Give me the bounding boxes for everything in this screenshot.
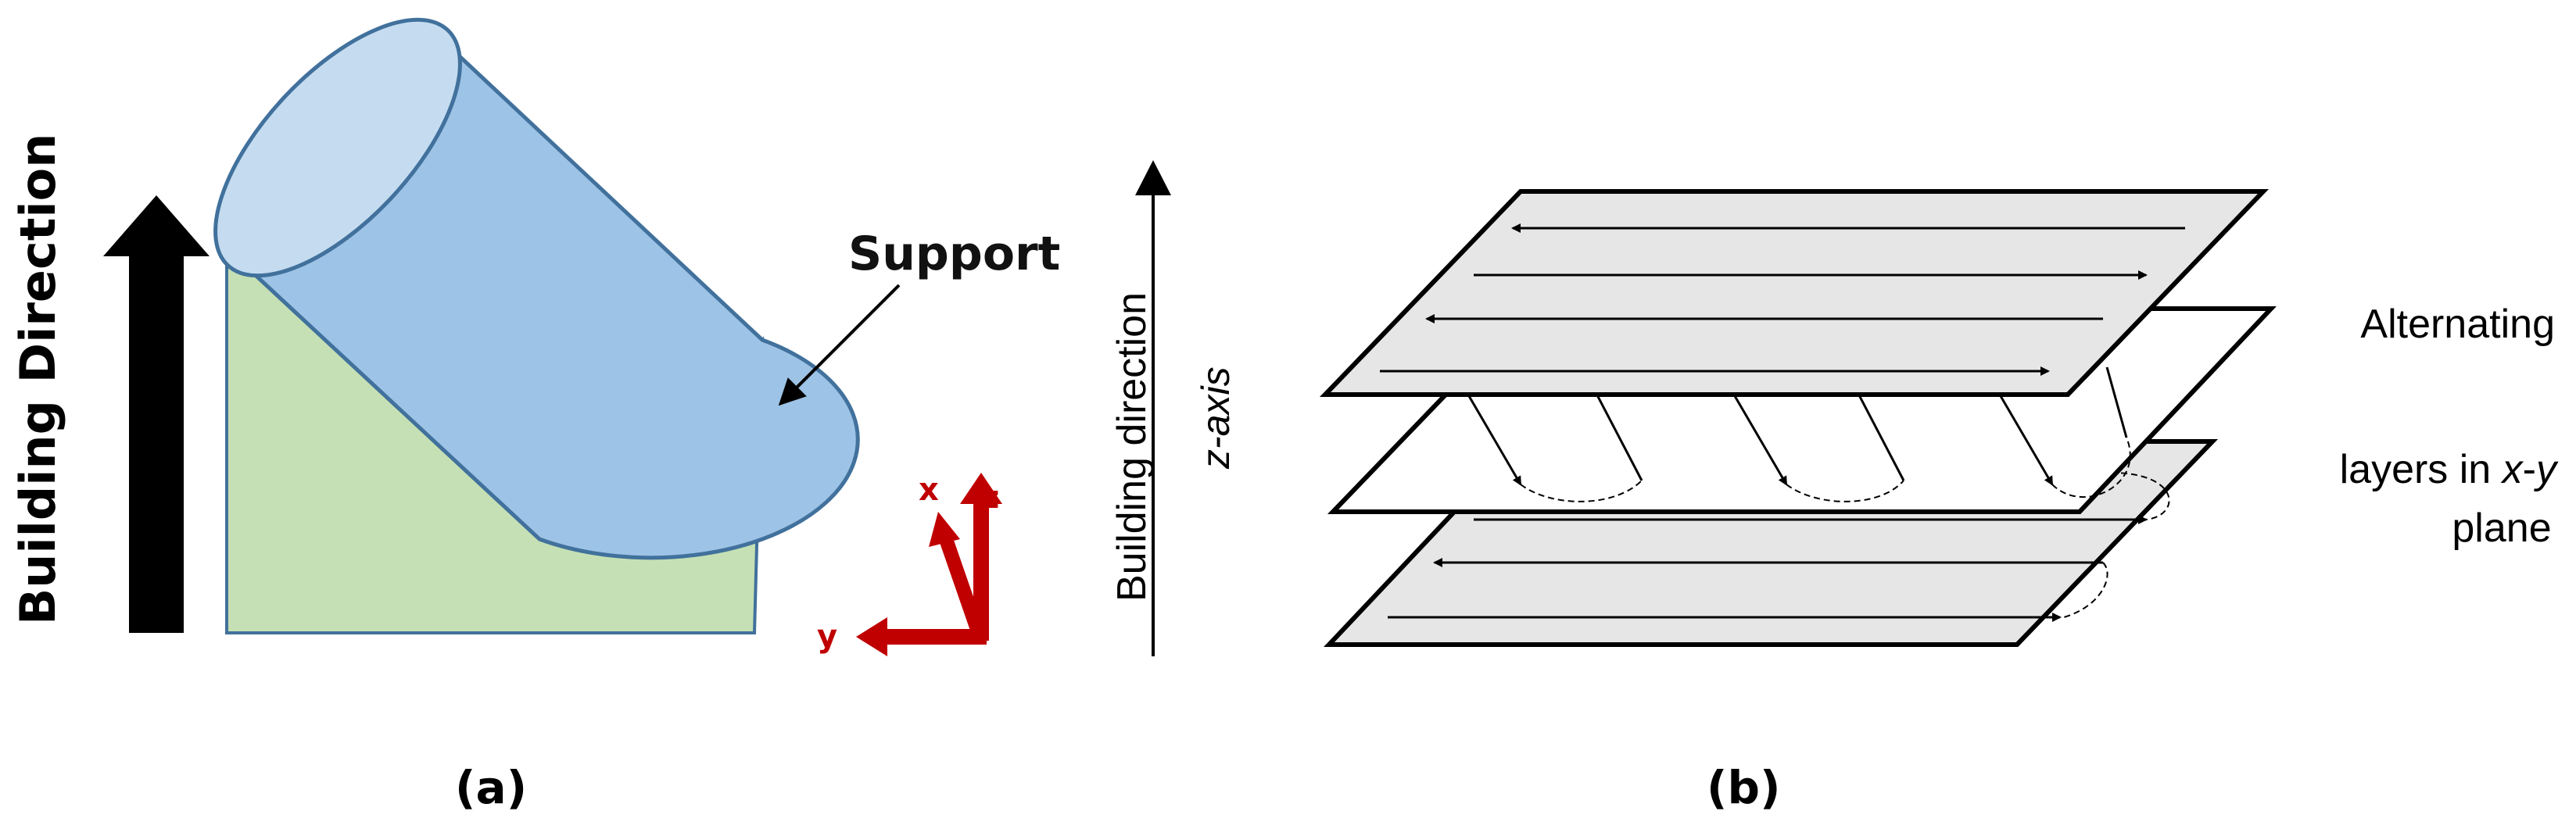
- z-axis-label: z: [981, 480, 999, 516]
- side-label-line1: Alternating: [2360, 302, 2555, 347]
- building-direction-label: Building Direction: [9, 134, 66, 625]
- caption-b: (b): [1707, 761, 1781, 814]
- side-label-line2: layers in x-y: [2340, 447, 2559, 492]
- x-axis-arrow: [939, 537, 988, 643]
- building-direction-arrowhead: [1135, 160, 1171, 195]
- panel-b: Building direction z-axis: [1109, 160, 2559, 814]
- z-axis-text: z-axis: [1194, 366, 1238, 470]
- x-axis-label: x: [919, 472, 939, 508]
- building-direction-arrow: [103, 195, 210, 633]
- building-direction-text: Building direction: [1109, 292, 1155, 602]
- cylinder-top: [213, 17, 462, 278]
- caption-a: (a): [455, 761, 527, 814]
- y-axis-label: y: [817, 619, 837, 655]
- side-label-line3: plane: [2452, 506, 2551, 551]
- panel-a: Building Direction Support z x y (a): [9, 17, 1060, 814]
- cylinder-part: [213, 17, 860, 560]
- support-pointer-arrow: [778, 284, 901, 406]
- support-label: Support: [848, 227, 1060, 281]
- axis-triad: z x y: [817, 472, 1002, 656]
- layer-top: [1319, 189, 2270, 397]
